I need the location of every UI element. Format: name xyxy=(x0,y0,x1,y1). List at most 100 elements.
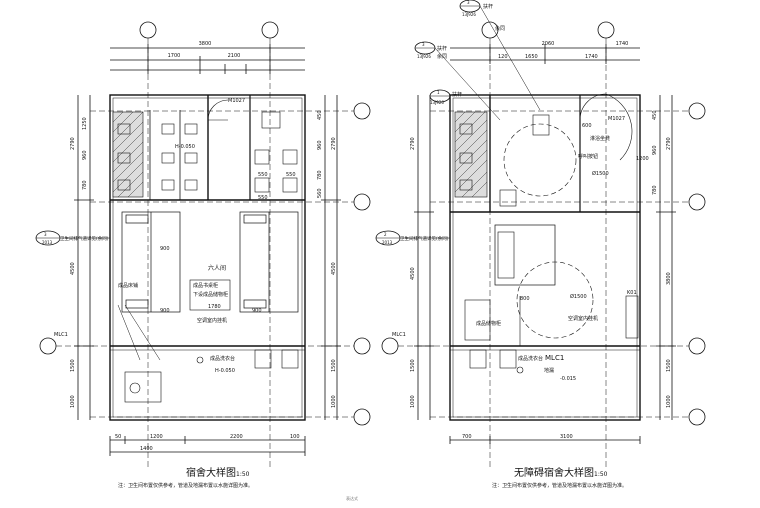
bed-dim: 900 xyxy=(252,308,262,314)
left-plan xyxy=(35,21,371,470)
dim-right-inner: 560 xyxy=(317,188,323,198)
dim-bottom: 3100 xyxy=(560,434,573,440)
dim-bottom: 100 xyxy=(290,434,300,440)
dim-right-inner: 780 xyxy=(317,170,323,180)
callout-sub: 余同 xyxy=(437,53,447,60)
dim-bottom: 1200 xyxy=(150,434,163,440)
callout-text: 卫生间排气道详见(余同) xyxy=(400,235,449,242)
bed-dim: 900 xyxy=(160,246,170,252)
dim-bottom-total: 1400 xyxy=(140,446,153,452)
door-label: M1027 xyxy=(608,116,625,122)
callout-text: 扶杆 xyxy=(483,3,493,10)
furniture-label: 成品床铺 xyxy=(118,282,138,289)
dim-right-low: 1500 xyxy=(331,359,337,372)
sanitary-dim: 550 xyxy=(286,172,296,178)
callout-text: 扶杆 xyxy=(437,45,447,52)
dim-right-mid: 3800 xyxy=(666,272,672,285)
dim-left: 2790 xyxy=(70,137,76,150)
dim-small: 600 xyxy=(582,123,592,129)
turning-circle xyxy=(503,123,577,197)
dim-top-sub: 1650 xyxy=(525,54,538,60)
callout-ref: 2013 xyxy=(42,240,53,245)
dim-right-inner: 960 xyxy=(652,145,658,155)
dim-right-inner: 450 xyxy=(317,110,323,120)
callout-sub: 余同 xyxy=(495,25,505,32)
dim-right-inner: 780 xyxy=(652,185,658,195)
dim-left-low: 1000 xyxy=(70,395,76,408)
dim-top-part: 2100 xyxy=(228,53,241,59)
callout-ref: 13J926 xyxy=(462,12,476,17)
callout-num: 3 xyxy=(422,42,425,47)
window-label-large: MLC1 xyxy=(545,354,564,362)
circle-dia: Ø1500 xyxy=(570,293,587,300)
callout-num: 2 xyxy=(384,232,387,237)
callout-num: 3 xyxy=(467,0,470,5)
left-labels: 3800 1700 2100 M1027 H-0.050 H-0.050 六人间… xyxy=(42,41,337,452)
right-plan-title: 无障碍宿舍大样图1:50 xyxy=(514,464,607,479)
dim-right-mid: 4500 xyxy=(331,262,337,275)
dim-right-inner: 960 xyxy=(317,140,323,150)
dim-right-low: 1500 xyxy=(666,359,672,372)
dim-top-part: 1740 xyxy=(616,41,629,47)
room-label: 六人间 xyxy=(208,264,226,272)
bed-dim: 900 xyxy=(160,308,170,314)
furniture-label: 空调室内挂机 xyxy=(197,317,227,324)
dim-bottom: 50 xyxy=(115,434,121,440)
dim-left-low: 1500 xyxy=(410,359,416,372)
window-label: MLC1 xyxy=(54,332,68,338)
title-text: 宿舍大样图 xyxy=(186,468,236,479)
dim-left-inner: 780 xyxy=(82,180,88,190)
callout-text: 卫生间排气道详见(余同) xyxy=(60,235,109,242)
dim-left-inner: 960 xyxy=(82,150,88,160)
dim-h: 1200 xyxy=(636,156,649,162)
dim-left-mid: 4500 xyxy=(410,267,416,280)
axis-bubble xyxy=(139,21,157,39)
dim-top-sub: 120 xyxy=(498,54,508,60)
label: 呼叫按钮 xyxy=(578,153,598,160)
right-plan xyxy=(375,0,706,470)
furniture-label: 下设成品储物柜 xyxy=(193,291,228,298)
right-plan-note: 注：卫生间布置仅供参考，管道及地漏布置以水施详图为准。 xyxy=(492,483,628,489)
label: 空调室内挂机 xyxy=(568,315,598,322)
dim-right: 2790 xyxy=(666,137,672,150)
circle-dia: Ø1500 xyxy=(592,170,609,177)
scale-text: 1:50 xyxy=(236,471,250,478)
axis-bubble xyxy=(261,21,279,39)
sanitary-dim: 550 xyxy=(258,172,268,178)
dim-left: 2790 xyxy=(410,137,416,150)
k-label: K01 xyxy=(627,290,637,296)
label: 成品储物柜 xyxy=(476,320,501,327)
footer-mark: 表达式 xyxy=(346,496,358,501)
callout-ref: 2013 xyxy=(382,240,393,245)
dim-bottom: 700 xyxy=(462,434,472,440)
label: 成品洗衣台 xyxy=(518,355,543,362)
label: 淋浴坐凳 xyxy=(590,135,610,142)
furniture-label: 成品书桌柜 xyxy=(193,282,218,289)
level-label: -0.015 xyxy=(560,376,576,382)
door-label: M1027 xyxy=(228,98,245,104)
furniture-label: 成品洗衣台 xyxy=(210,355,235,362)
dim-right-low: 1000 xyxy=(331,395,337,408)
dim-left-low: 1000 xyxy=(410,395,416,408)
scale-text: 1:50 xyxy=(594,471,608,478)
dim-right-low: 1000 xyxy=(666,395,672,408)
dim-top-part: 2060 xyxy=(542,41,555,47)
dim-right-inner: 450 xyxy=(652,110,658,120)
callout-num: 3 xyxy=(44,232,47,237)
dim-top-part: 1700 xyxy=(168,53,181,59)
callout-num: 1 xyxy=(437,90,440,95)
dim-top-sub: 1740 xyxy=(585,54,598,60)
left-plan-note: 注：卫生间布置仅供参考，管道及地漏布置以水施详图为准。 xyxy=(118,483,254,489)
window-label: MLC1 xyxy=(392,332,406,338)
label: 地漏 xyxy=(544,367,554,374)
level-label-2: H-0.050 xyxy=(215,368,235,374)
callout-text: 扶杆 xyxy=(452,91,462,98)
dim-right: 2790 xyxy=(331,137,337,150)
dim-small: 800 xyxy=(520,296,530,302)
callout-ref: 13J926 xyxy=(430,100,444,105)
right-labels: 2060 1740 120 1650 1740 扶杆 余同 3 13J926 扶… xyxy=(382,0,672,440)
dim-bottom: 2200 xyxy=(230,434,243,440)
dim-left-low: 1500 xyxy=(70,359,76,372)
